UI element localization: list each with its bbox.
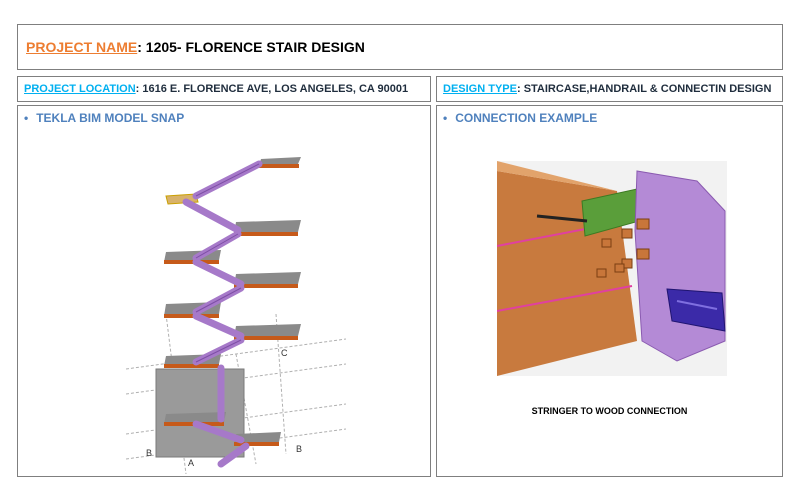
connection-panel: • CONNECTION EXAMPLE STRINGER TO WOOD CON…	[436, 105, 783, 477]
grid-label-a: A	[188, 458, 194, 468]
bullet-icon: •	[24, 111, 29, 125]
grid-label-b-left: B	[146, 448, 152, 458]
grid-label-c: C	[281, 348, 288, 358]
connection-image	[497, 161, 727, 376]
project-location-bar: PROJECT LOCATION : 1616 E. FLORENCE AVE,…	[17, 76, 431, 102]
stair-model-image: A B B C	[126, 157, 346, 474]
bim-model-heading: • TEKLA BIM MODEL SNAP	[24, 111, 184, 125]
connection-heading: • CONNECTION EXAMPLE	[443, 111, 597, 125]
bullet-icon: •	[443, 111, 448, 125]
project-name-bar: PROJECT NAME : 1205- FLORENCE STAIR DESI…	[17, 24, 783, 70]
bim-model-panel: • TEKLA BIM MODEL SNAP	[17, 105, 431, 477]
bim-model-heading-text: TEKLA BIM MODEL SNAP	[36, 111, 185, 125]
project-name-label: PROJECT NAME	[26, 39, 138, 55]
connection-caption: STRINGER TO WOOD CONNECTION	[531, 406, 688, 416]
project-name-value: : 1205- FLORENCE STAIR DESIGN	[137, 39, 365, 55]
connection-heading-text: CONNECTION EXAMPLE	[455, 111, 598, 125]
grid-label-b-right: B	[296, 444, 302, 454]
design-type-value: : STAIRCASE,HANDRAIL & CONNECTIN DESIGN	[516, 83, 772, 95]
design-type-label: DESIGN TYPE	[443, 83, 517, 95]
design-type-bar: DESIGN TYPE : STAIRCASE,HANDRAIL & CONNE…	[436, 76, 783, 102]
project-location-label: PROJECT LOCATION	[24, 83, 136, 95]
project-location-value: : 1616 E. FLORENCE AVE, LOS ANGELES, CA …	[135, 83, 409, 95]
